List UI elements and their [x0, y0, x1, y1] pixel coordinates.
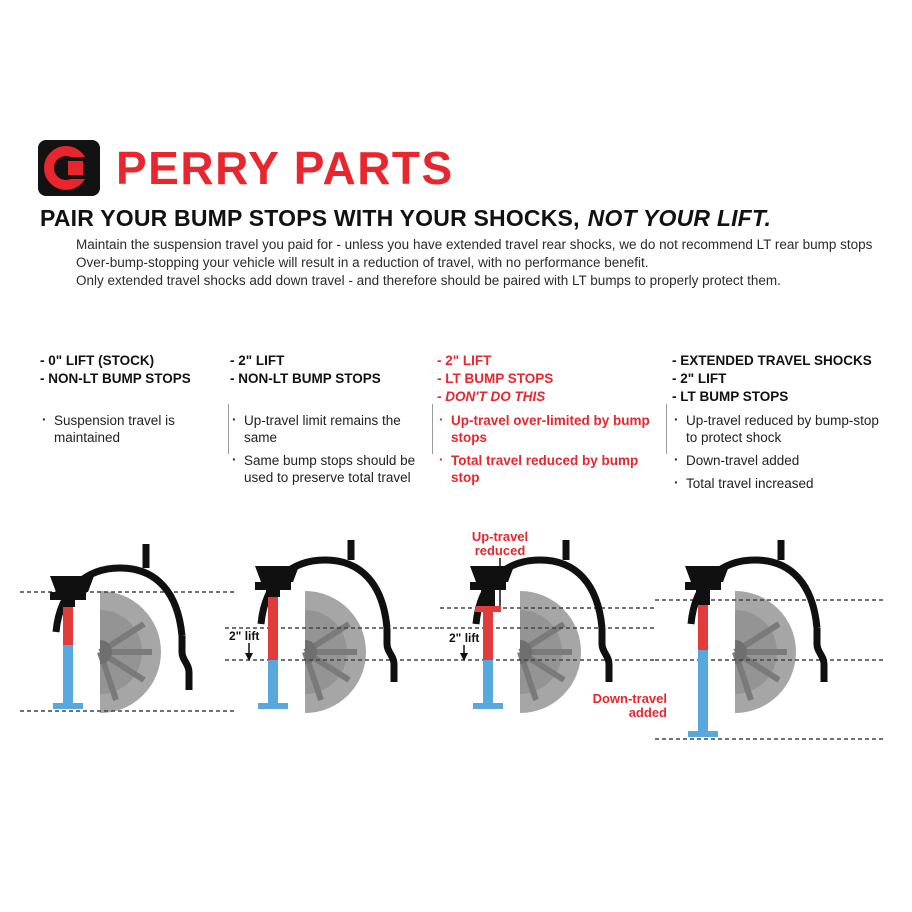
page-title: PAIR YOUR BUMP STOPS WITH YOUR SHOCKS, NO… [40, 205, 771, 232]
column-header-line: - DON'T DO THIS [437, 389, 546, 404]
wheel [517, 591, 581, 713]
up-travel-reduced-label: Up-travel reduced [471, 529, 529, 558]
brand-logo: PERRY PARTS [38, 140, 454, 196]
diagram-lift-nonlt [225, 540, 440, 713]
column-divider [432, 404, 433, 454]
logo-c-glyph [44, 146, 96, 190]
bump-stop [50, 592, 86, 607]
bullet-item: Suspension travel is maintained [40, 411, 225, 446]
lift-2in-label-diagram2: 2" lift [227, 629, 262, 643]
up-travel-bar [698, 605, 708, 650]
lt-bump-stop [470, 582, 506, 607]
intro-line-2: Over-bump-stopping your vehicle will res… [76, 255, 649, 270]
column-extended-travel: - EXTENDED TRAVEL SHOCKS - 2" LIFT - LT … [672, 352, 887, 498]
diagram-stock [20, 544, 235, 713]
headline-main: PAIR YOUR BUMP STOPS WITH YOUR SHOCKS, [40, 205, 580, 231]
headline-emphasis: NOT YOUR LIFT. [587, 205, 772, 231]
frame-pad [685, 566, 729, 582]
column-lift-lt-warning: - 2" LIFT - LT BUMP STOPS - DON'T DO THI… [437, 352, 669, 492]
lt-bump-stop [685, 582, 721, 605]
column-lift-nonlt-header: - 2" LIFT - NON-LT BUMP STOPS [230, 352, 430, 410]
column-lift-lt-header: - 2" LIFT - LT BUMP STOPS - DON'T DO THI… [437, 352, 669, 410]
column-header-line: - 2" LIFT [230, 353, 285, 368]
column-header-line: - 0" LIFT (STOCK) [40, 353, 155, 368]
up-travel-bar [63, 607, 73, 645]
intro-line-1: Maintain the suspension travel you paid … [76, 237, 873, 252]
wheel [97, 591, 161, 713]
intro-paragraph: Maintain the suspension travel you paid … [76, 236, 886, 290]
down-travel-bar [53, 645, 83, 709]
column-header-line: - NON-LT BUMP STOPS [40, 371, 191, 386]
frame-pad [255, 566, 299, 582]
down-travel-bar [258, 660, 288, 709]
column-stock: - 0" LIFT (STOCK) - NON-LT BUMP STOPS Su… [40, 352, 225, 452]
diagram-extended-travel [655, 540, 885, 740]
bullet-item: Up-travel over-limited by bump stops [437, 411, 669, 446]
frame-pad [470, 566, 514, 582]
column-divider [666, 404, 667, 454]
wheel [732, 591, 796, 713]
column-header-line: - NON-LT BUMP STOPS [230, 371, 381, 386]
bullet-item: Same bump stops should be used to preser… [230, 451, 430, 486]
column-lift-lt-bullets: Up-travel over-limited by bump stops Tot… [437, 411, 669, 486]
bump-stop [255, 582, 291, 597]
column-divider [228, 404, 229, 454]
column-header-line: - EXTENDED TRAVEL SHOCKS [672, 353, 872, 368]
column-extended-travel-bullets: Up-travel reduced by bump-stop to protec… [672, 411, 887, 492]
down-travel-bar [473, 660, 503, 709]
up-travel-bar [268, 597, 278, 660]
bullet-item: Down-travel added [672, 451, 887, 469]
wheel [302, 591, 366, 713]
column-header-line: - LT BUMP STOPS [437, 371, 554, 386]
frame-pad [50, 576, 94, 592]
lift-2in-label-diagram3: 2" lift [447, 631, 482, 645]
column-stock-header: - 0" LIFT (STOCK) - NON-LT BUMP STOPS [40, 352, 225, 410]
down-travel-added-label: Down-travel added [592, 691, 667, 720]
column-stock-bullets: Suspension travel is maintained [40, 411, 225, 446]
perry-parts-logo-icon [38, 140, 100, 196]
column-header-line: - LT BUMP STOPS [672, 389, 789, 404]
bullet-item: Up-travel limit remains the same [230, 411, 430, 446]
diagram-lift-lt-warning [440, 540, 655, 713]
column-extended-travel-header: - EXTENDED TRAVEL SHOCKS - 2" LIFT - LT … [672, 352, 887, 410]
brand-name: PERRY PARTS [116, 142, 454, 194]
column-header-line: - 2" LIFT [672, 371, 727, 386]
up-travel-bar [483, 612, 493, 660]
column-lift-nonlt-bullets: Up-travel limit remains the same Same bu… [230, 411, 430, 486]
down-travel-bar [688, 650, 718, 737]
bullet-item: Up-travel reduced by bump-stop to protec… [672, 411, 887, 446]
bullet-item: Total travel reduced by bump stop [437, 451, 669, 486]
lt-bump-pad [475, 606, 501, 612]
intro-line-3: Only extended travel shocks add down tra… [76, 273, 781, 288]
column-header-line: - 2" LIFT [437, 353, 492, 368]
column-lift-nonlt: - 2" LIFT - NON-LT BUMP STOPS Up-travel … [230, 352, 430, 492]
bullet-item: Total travel increased [672, 474, 887, 492]
